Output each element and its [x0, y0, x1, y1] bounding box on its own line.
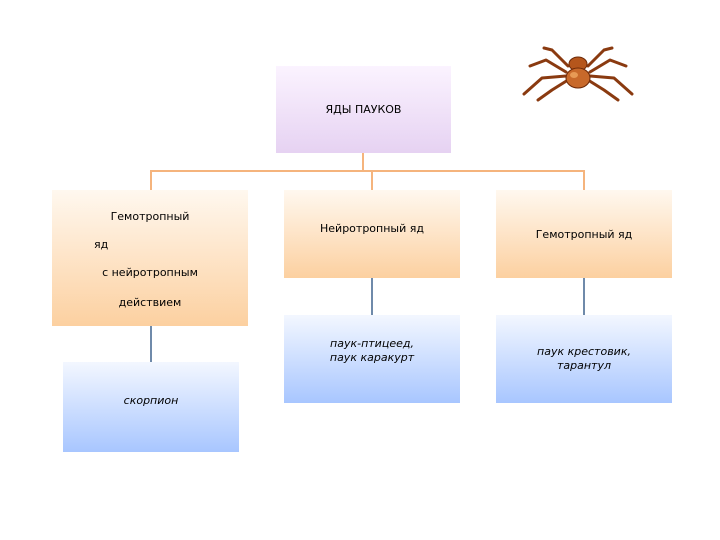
connector-root-down	[362, 153, 364, 171]
example-tarantula-karakurt: паук-птицеед, паук каракурт	[284, 315, 460, 403]
connector-horizontal	[150, 170, 585, 172]
branch-left-line3: с нейротропным	[102, 266, 198, 279]
example-scorpion: скорпион	[63, 362, 239, 452]
branch-right-label: Гемотропный яд	[535, 228, 633, 241]
example-right-line2: тарантул	[556, 359, 611, 372]
connector-left-example	[150, 326, 152, 362]
spider-icon	[522, 46, 634, 102]
connector-middle-example	[371, 278, 373, 315]
connector-left-branch	[150, 170, 152, 190]
root-label: ЯДЫ ПАУКОВ	[325, 102, 402, 116]
branch-left-line1: Гемотропный	[110, 210, 190, 223]
connector-middle-branch	[371, 170, 373, 190]
example-middle-line1: паук-птицеед,	[330, 337, 414, 350]
example-left-label: скорпион	[123, 393, 179, 407]
branch-hemotropic: Гемотропный яд	[496, 190, 672, 278]
root-node: ЯДЫ ПАУКОВ	[276, 66, 451, 153]
connector-right-example	[583, 278, 585, 315]
example-cross-spider-tarantula: паук крестовик, тарантул	[496, 315, 672, 403]
branch-left-line2: яд	[94, 238, 109, 251]
branch-left-line4: действием	[118, 296, 182, 309]
branch-middle-label: Нейротропный яд	[320, 222, 424, 235]
connector-right-branch	[583, 170, 585, 190]
branch-neurotropic: Нейротропный яд	[284, 190, 460, 278]
example-middle-line2: паук каракурт	[329, 351, 415, 364]
branch-hemotropic-neurotropic: Гемотропный яд с нейротропным действием	[52, 190, 248, 326]
example-right-line1: паук крестовик,	[537, 345, 631, 358]
